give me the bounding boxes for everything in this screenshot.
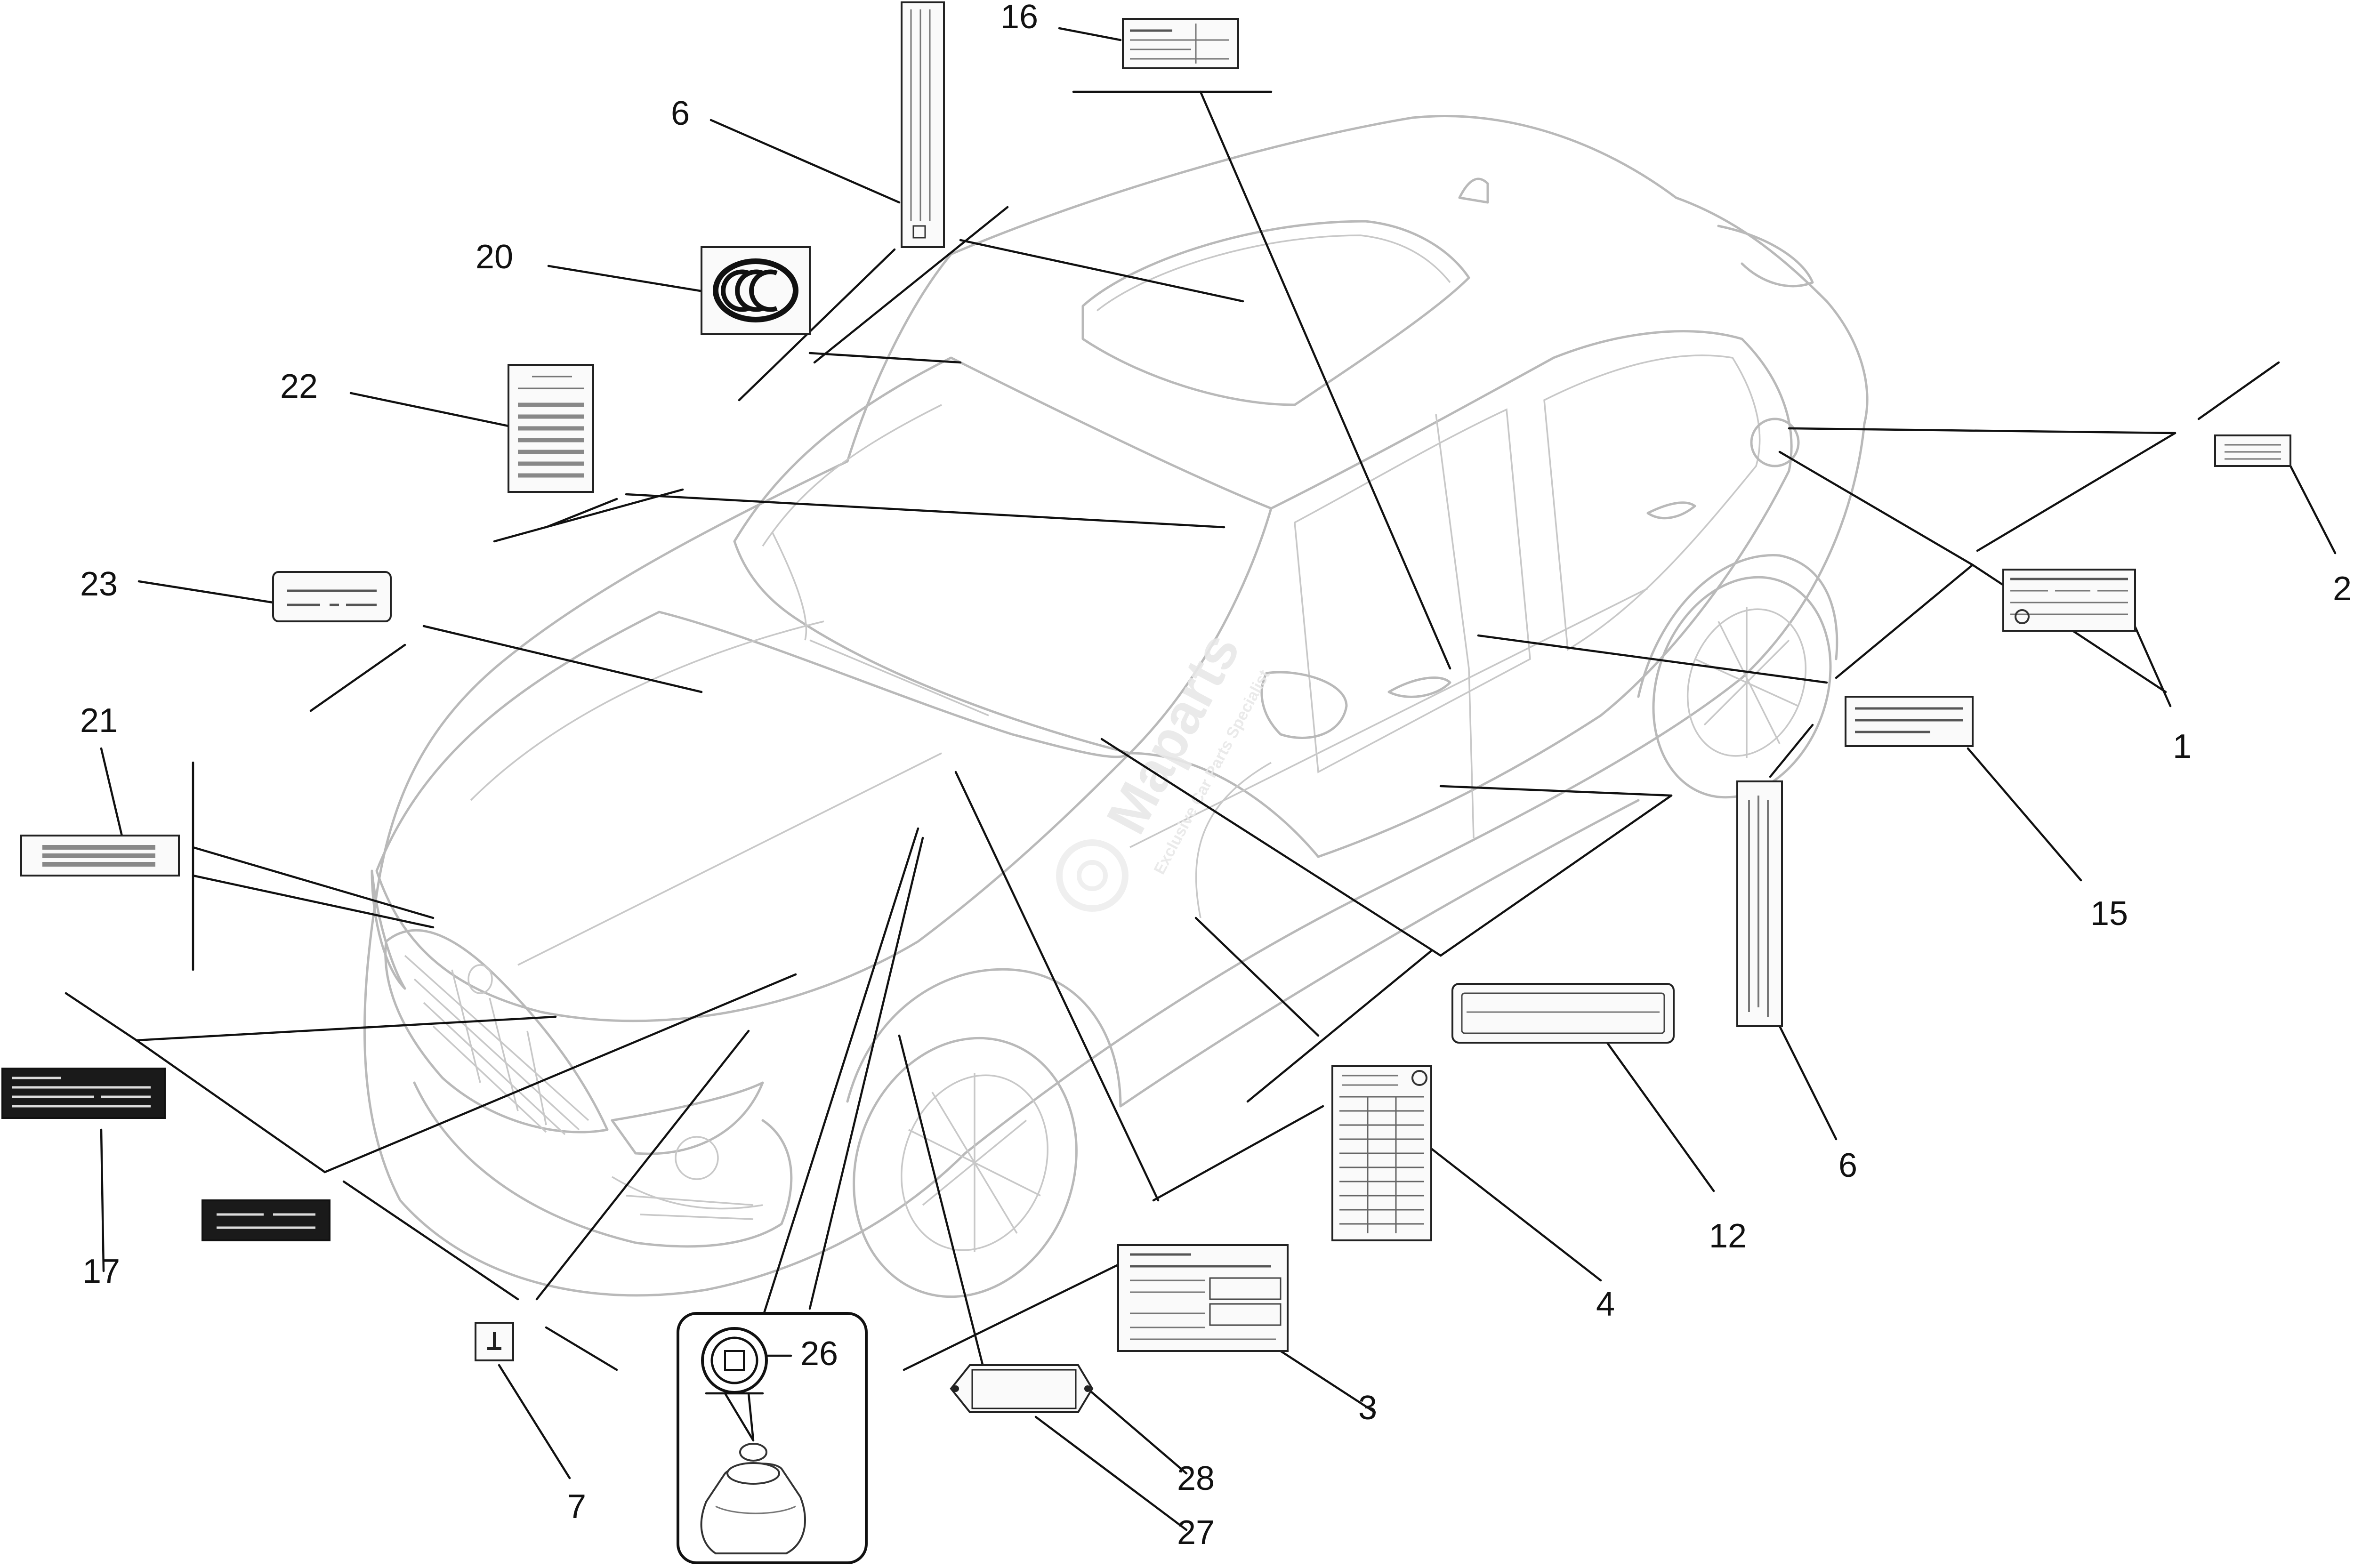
label-16-sticker [1122,18,1239,69]
label-12-sticker [1451,983,1675,1044]
label-3-sticker [1117,1244,1289,1352]
callout-12: 12 [1709,1217,1747,1255]
label-1-sticker [2002,569,2136,632]
callout-6-right: 6 [1838,1147,1857,1184]
vehicle-outline [363,115,1869,1298]
label-7-sticker [475,1322,514,1361]
callout-27: 27 [1177,1514,1215,1552]
label-23-sticker [272,571,392,622]
label-22-sticker [508,364,594,493]
label-2-sticker [2214,434,2291,467]
label-4-sticker [1331,1065,1432,1241]
callout-numbers: 16 6 20 22 23 21 17 7 26 28 27 3 4 12 6 … [80,0,2352,1552]
label-27-28-tag [950,1364,1094,1413]
callout-2: 2 [2333,570,2352,608]
callout-6-top: 6 [671,95,690,132]
label-dark-small-sticker [202,1199,331,1241]
label-17-dark-sticker [1,1068,166,1119]
leader-lines [64,27,2337,1531]
callout-15: 15 [2090,895,2128,933]
callout-28: 28 [1177,1460,1215,1497]
callout-20: 20 [476,238,513,276]
label-20-ccc-mark [701,246,811,335]
callout-3: 3 [1358,1389,1377,1427]
callout-16: 16 [1000,0,1038,36]
callout-23: 23 [80,565,118,603]
label-26-inset [677,1312,868,1564]
label-15-sticker [1845,696,1974,747]
callout-7: 7 [567,1488,586,1526]
callout-1: 1 [2173,728,2192,765]
callout-17: 17 [82,1253,120,1290]
watermark: Maparts Exclusive Car Parts Specialist [1056,623,1274,912]
reservoir-icon [700,1443,806,1554]
callout-21: 21 [80,702,118,740]
callout-4: 4 [1596,1286,1615,1323]
label-6-top-sticker [901,1,945,248]
callout-26: 26 [800,1335,838,1373]
label-21-sticker [20,835,180,876]
label-6-right-sticker [1736,780,1783,1027]
callout-22: 22 [280,368,318,405]
